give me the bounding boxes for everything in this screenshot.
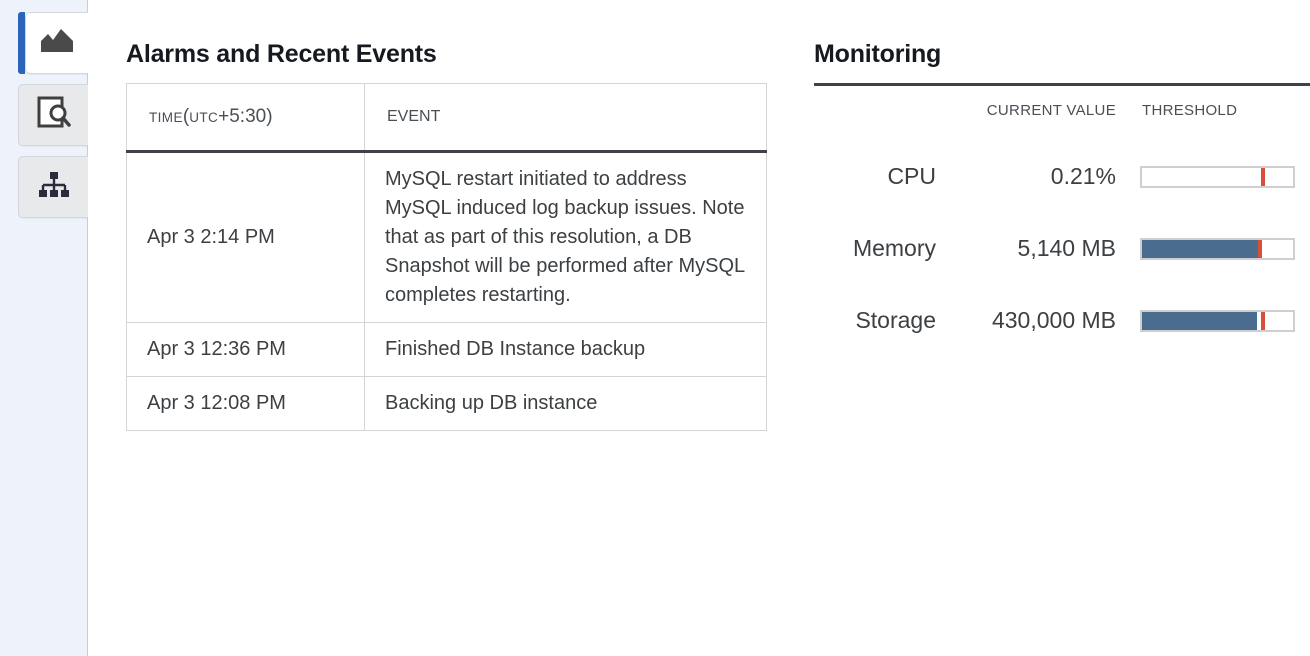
column-header-time: TIME(UTC+5:30) <box>126 83 365 153</box>
area-chart-icon <box>40 28 74 59</box>
events-table: TIME(UTC+5:30) EVENT Apr 3 2:14 PM MySQL… <box>126 83 767 431</box>
metric-threshold-cell <box>1116 235 1304 307</box>
monitoring-title-divider <box>814 83 1310 86</box>
metric-label: Storage <box>855 307 936 333</box>
sidebar-item-topology[interactable] <box>18 156 88 218</box>
time-zone-paren-open: ( <box>182 106 190 127</box>
time-zone-paren-close: ) <box>266 106 273 127</box>
threshold-gauge <box>1140 237 1295 260</box>
event-description: MySQL restart initiated to address MySQL… <box>364 151 767 323</box>
column-header-event: EVENT <box>364 83 767 153</box>
threshold-gauge <box>1140 309 1295 332</box>
active-tab-indicator <box>18 12 25 74</box>
time-zone-utc: UTC <box>189 110 219 125</box>
table-row: Apr 3 2:14 PM MySQL restart initiated to… <box>126 151 767 323</box>
event-description: Finished DB Instance backup <box>364 322 767 377</box>
metric-row-cpu: CPU 0.21% <box>814 163 1304 235</box>
events-table-header-row: TIME(UTC+5:30) EVENT <box>126 83 767 153</box>
monitoring-header-row: CURRENT VALUE THRESHOLD <box>814 102 1304 163</box>
time-zone-offset: +5:30 <box>218 106 267 127</box>
column-header-threshold: THRESHOLD <box>1142 102 1238 119</box>
metric-value: 430,000 MB <box>991 307 1116 333</box>
threshold-gauge <box>1140 165 1295 188</box>
metric-row-memory: Memory 5,140 MB <box>814 235 1304 307</box>
metric-label: CPU <box>887 163 936 189</box>
event-time: Apr 3 2:14 PM <box>126 151 365 323</box>
metric-threshold-cell <box>1116 307 1304 379</box>
column-header-metric <box>814 102 936 163</box>
gauge-threshold-marker <box>1257 239 1262 258</box>
sidebar-item-metrics[interactable] <box>25 12 88 74</box>
gauge-threshold-marker <box>1260 167 1265 186</box>
sidebar-item-logs[interactable] <box>18 84 88 146</box>
monitoring-panel: Monitoring CURRENT VALUE THRESHOLD CPU 0… <box>814 40 1310 379</box>
table-row: Apr 3 12:08 PM Backing up DB instance <box>126 376 767 431</box>
metric-threshold-cell <box>1116 163 1304 235</box>
metric-row-storage: Storage 430,000 MB <box>814 307 1304 379</box>
metric-label: Memory <box>852 235 936 261</box>
gauge-threshold-marker <box>1260 311 1265 330</box>
monitoring-metrics-table: CURRENT VALUE THRESHOLD CPU 0.21% Memory… <box>814 102 1304 379</box>
column-header-current-value: CURRENT VALUE <box>986 102 1116 119</box>
metric-value: 0.21% <box>1050 163 1116 189</box>
left-icon-rail <box>0 0 88 656</box>
monitoring-title: Monitoring <box>814 40 942 68</box>
alarms-and-recent-events-panel: Alarms and Recent Events TIME(UTC+5:30) … <box>126 40 767 431</box>
event-time: Apr 3 12:36 PM <box>126 322 365 377</box>
gauge-fill <box>1142 239 1259 258</box>
sitemap-icon <box>38 171 70 204</box>
gauge-fill <box>1142 311 1257 330</box>
document-search-icon <box>36 96 72 135</box>
event-description: Backing up DB instance <box>364 376 767 431</box>
event-time: Apr 3 12:08 PM <box>126 376 365 431</box>
table-row: Apr 3 12:36 PM Finished DB Instance back… <box>126 322 767 377</box>
page-title: Alarms and Recent Events <box>126 40 437 68</box>
column-header-time-label: TIME <box>149 110 183 125</box>
metric-value: 5,140 MB <box>1017 235 1116 261</box>
